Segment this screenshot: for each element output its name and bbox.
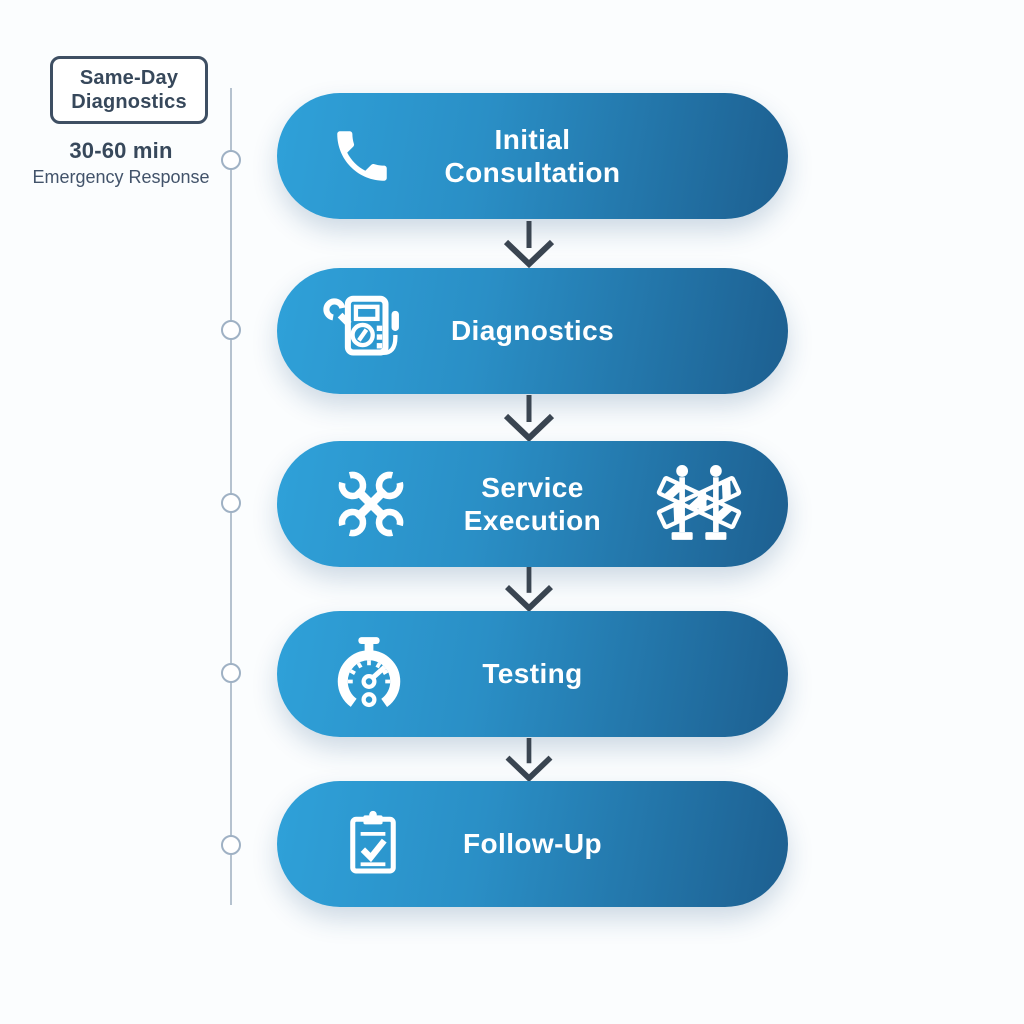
step-label: Initial Consultation: [444, 123, 621, 188]
arrow-down-icon: [501, 738, 557, 783]
multimeter-icon: [321, 288, 407, 374]
step-label: Testing: [482, 658, 583, 690]
step-label: Diagnostics: [450, 315, 615, 347]
step-diagnostics: Diagnostics: [277, 268, 788, 394]
arrow-down-icon: [501, 567, 557, 613]
step-follow-up: Follow-Up: [277, 781, 788, 907]
timeline-dot: [221, 320, 241, 340]
step-testing: Testing: [277, 611, 788, 737]
same-day-diagnostics-badge: Same-Day Diagnostics: [50, 56, 208, 124]
phone-icon: [329, 123, 395, 189]
step-label: Follow-Up: [463, 828, 602, 860]
step-initial-consultation: Initial Consultation: [277, 93, 788, 219]
response-time: 30-60 min: [69, 138, 173, 163]
step-label: Service Execution: [463, 471, 602, 536]
arrow-down-icon: [501, 395, 557, 443]
emergency-response-note: 30-60 min Emergency Response: [12, 138, 230, 188]
step-service-execution: Service Execution: [277, 441, 788, 567]
gauge-icon: [329, 634, 409, 714]
road-barrier-icon: [654, 459, 744, 549]
timeline-dot: [221, 150, 241, 170]
clipboard-check-icon: [337, 808, 409, 880]
timeline-dot: [221, 835, 241, 855]
timeline-dot: [221, 493, 241, 513]
crossed-wrenches-icon: [329, 462, 413, 546]
arrow-down-icon: [501, 221, 557, 269]
timeline-dot: [221, 663, 241, 683]
badge-label: Same-Day Diagnostics: [71, 67, 187, 113]
response-label: Emergency Response: [32, 167, 210, 187]
